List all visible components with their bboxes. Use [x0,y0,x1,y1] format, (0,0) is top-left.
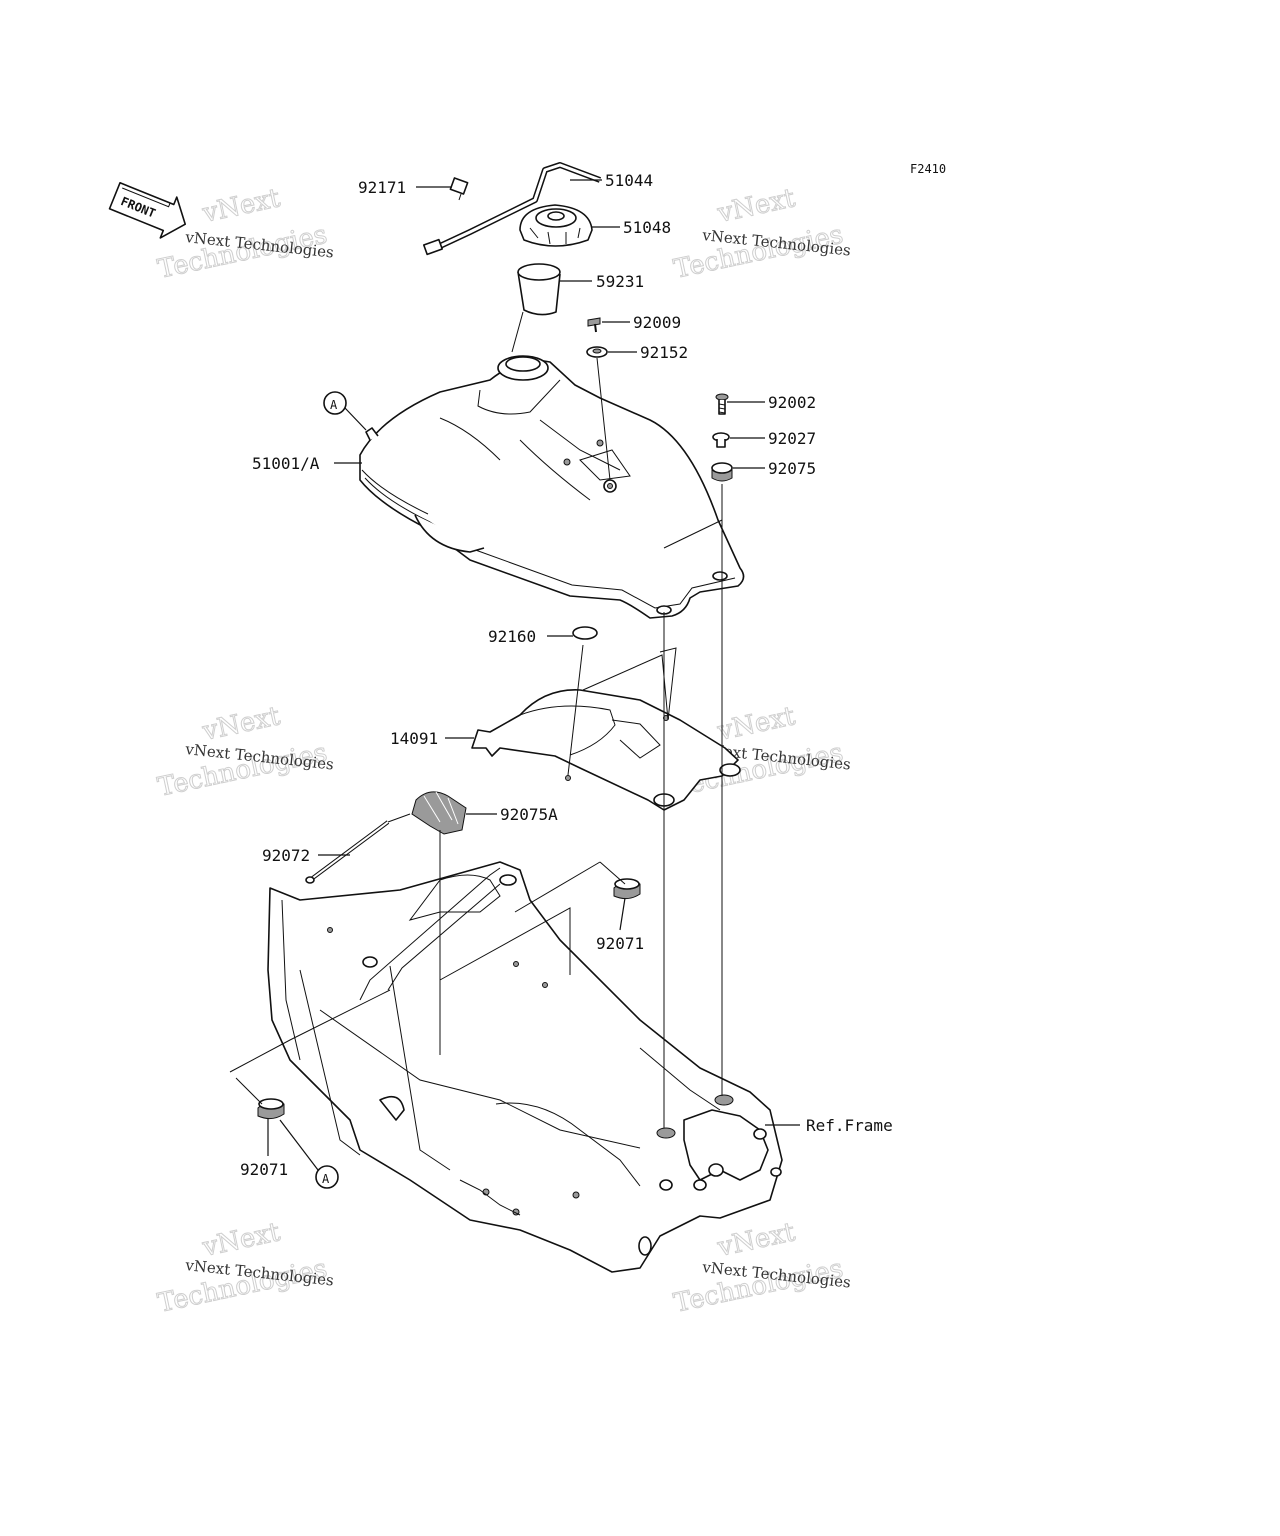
part-92071-damper-left [257,1098,285,1120]
label-92075: 92075 [768,459,816,478]
part-92171-connector [449,177,469,201]
svg-text:vNext: vNext [714,701,798,747]
label-14091: 14091 [390,729,438,748]
label-92002: 92002 [768,393,816,412]
figure-code: F2410 [910,162,946,176]
label-92160: 92160 [488,627,536,646]
part-92072-band [305,820,390,884]
label-92171: 92171 [358,178,406,197]
svg-text:vNext: vNext [199,183,283,229]
svg-text:vNext: vNext [199,701,283,747]
part-92002-bolt [715,393,729,415]
label-92027: 92027 [768,429,816,448]
label-92075A: 92075A [500,805,558,824]
part-labels: 92171 51044 51048 59231 92009 92152 9200… [240,171,893,1179]
watermark-tr: vNext Technologies vNext Technologies [671,183,852,286]
svg-text:A: A [330,398,338,412]
watermark-br: vNext Technologies vNext Technologies [671,1217,852,1320]
front-arrow-icon: FRONT [108,181,187,239]
part-59231-filter [517,263,561,316]
part-92160-cap [572,626,598,640]
label-92072: 92072 [262,846,310,865]
part-92152-washer [586,346,608,358]
ref-marker-a-bottom: A [315,1165,339,1189]
svg-text:vNext: vNext [714,1217,798,1263]
label-59231: 59231 [596,272,644,291]
label-92071-right: 92071 [596,934,644,953]
part-frame [267,861,783,1273]
label-92071-left: 92071 [240,1160,288,1179]
part-92075-damper [711,462,733,482]
label-51044: 51044 [605,171,653,190]
svg-text:vNext: vNext [199,1217,283,1263]
label-92009: 92009 [633,313,681,332]
part-92009-screw [587,317,601,333]
part-92071-damper-right [613,878,641,900]
part-51048-fuel-cap [519,204,593,247]
label-92152: 92152 [640,343,688,362]
leader-lines [229,179,800,1171]
svg-text:vNext: vNext [714,183,798,229]
watermark-tl: vNext Technologies vNext Technologies [155,183,335,286]
part-51001A-fuel-tank [359,355,745,619]
label-51048: 51048 [623,218,671,237]
watermark-ml: vNext Technologies vNext Technologies [155,701,335,804]
ref-marker-a-top: A [323,391,347,415]
watermark-bl: vNext Technologies vNext Technologies [155,1217,335,1320]
part-92075A-damper [411,791,467,835]
label-51001A: 51001/A [252,454,320,473]
label-ref-frame: Ref.Frame [806,1116,893,1135]
part-51044-hose [422,162,602,256]
svg-text:A: A [322,1172,330,1186]
part-92027-collar [712,432,730,448]
